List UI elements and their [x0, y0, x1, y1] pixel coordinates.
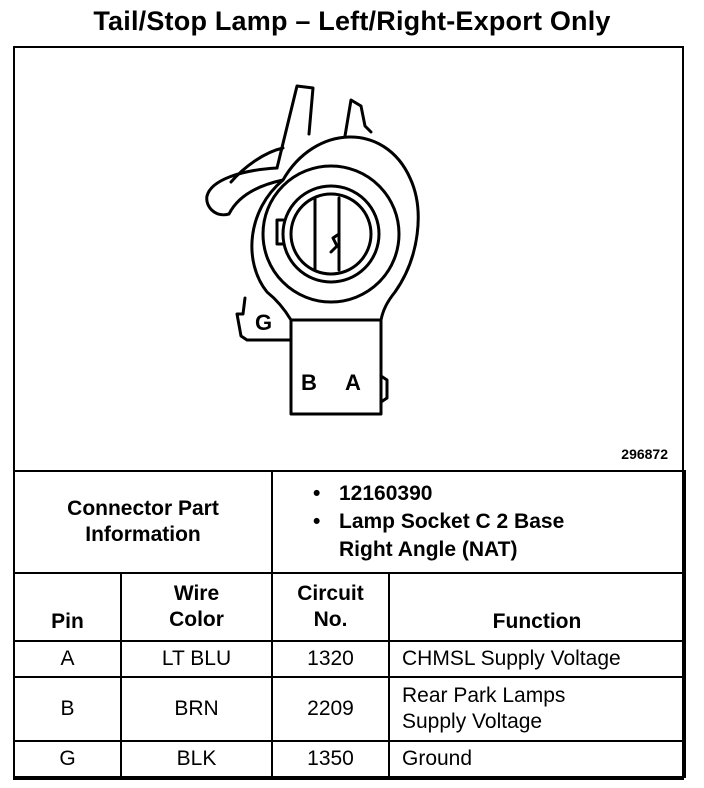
connector-part-info: • 12160390 • Lamp Socket C 2 Base Right An…: [270, 470, 687, 574]
description-line2: Right Angle (NAT): [339, 538, 518, 561]
lamp-socket-drawing: [205, 84, 420, 416]
description-line: • Lamp Socket C 2 Base: [313, 508, 684, 536]
connector-part-info-label: Connector Part Information: [13, 470, 273, 574]
bullet: •: [313, 510, 321, 533]
cpi-label-line2: Information: [85, 523, 201, 546]
bullet: •: [313, 482, 321, 505]
header-wire-line2: Color: [169, 608, 224, 631]
diagram-title: Tail/Stop Lamp – Left/Right-Export Only: [93, 6, 611, 36]
description-line1: Lamp Socket C 2 Base: [339, 510, 565, 533]
pin-label-g: G: [255, 310, 273, 335]
pin-label-a: A: [345, 370, 361, 395]
contact-notch: [329, 232, 341, 254]
header-circuit-line1: Circuit: [297, 582, 364, 605]
connector-body: [289, 318, 383, 416]
housing-outer: [250, 135, 420, 322]
locking-arm-inner: [229, 146, 285, 184]
table-row: G BLK 1350 Ground: [13, 740, 687, 778]
top-lug-right: [343, 98, 373, 138]
function-line1: CHMSL Supply Voltage: [402, 647, 621, 670]
function-cell: Ground: [387, 740, 687, 778]
table-row: B BRN 2209 Rear Park Lamps Supply Voltag…: [13, 676, 687, 742]
header-wire-color: Wire Color: [120, 572, 273, 642]
table-row: A LT BLU 1320 CHMSL Supply Voltage: [13, 640, 687, 678]
circuit-cell: 1320: [271, 640, 390, 678]
header-pin: Pin: [13, 572, 122, 642]
description-line-2: Right Angle (NAT): [313, 536, 684, 564]
wire-color-cell: BRN: [120, 676, 273, 742]
part-number: 12160390: [339, 482, 433, 505]
header-wire-line1: Wire: [173, 582, 220, 605]
header-circuit: Circuit No.: [271, 572, 390, 642]
circuit-cell: 1350: [271, 740, 390, 778]
socket-bore: [281, 184, 381, 284]
wire-color-cell: BLK: [120, 740, 273, 778]
function-cell: Rear Park Lamps Supply Voltage: [387, 676, 687, 742]
contact-slot: [275, 218, 285, 246]
pin-cell: B: [13, 676, 122, 742]
cpi-label-line1: Connector Part: [67, 497, 219, 520]
pin-cell: G: [13, 740, 122, 778]
connector-sheet: G B A 296872 Connector Part Information …: [13, 46, 687, 780]
function-line1: Rear Park Lamps: [402, 684, 566, 707]
function-line1: Ground: [402, 747, 473, 770]
pin-cell: A: [13, 640, 122, 678]
function-line2: Supply Voltage: [402, 710, 543, 733]
function-cell: CHMSL Supply Voltage: [387, 640, 687, 678]
connector-latch: [379, 374, 389, 404]
figure-id: 296872: [621, 446, 668, 462]
header-circuit-line2: No.: [313, 608, 348, 631]
pin-label-b: B: [301, 370, 317, 395]
connector-illustration: G B A 296872: [15, 48, 682, 470]
housing-ring: [261, 164, 401, 304]
header-function: Function: [387, 572, 687, 642]
part-number-line: • 12160390: [313, 480, 684, 508]
circuit-cell: 2209: [271, 676, 390, 742]
wire-color-cell: LT BLU: [120, 640, 273, 678]
connector-table: Connector Part Information • 12160390 • La…: [13, 470, 687, 778]
locking-arm: [205, 166, 285, 217]
top-lug-left: [275, 84, 315, 170]
socket-inner: [289, 192, 373, 276]
